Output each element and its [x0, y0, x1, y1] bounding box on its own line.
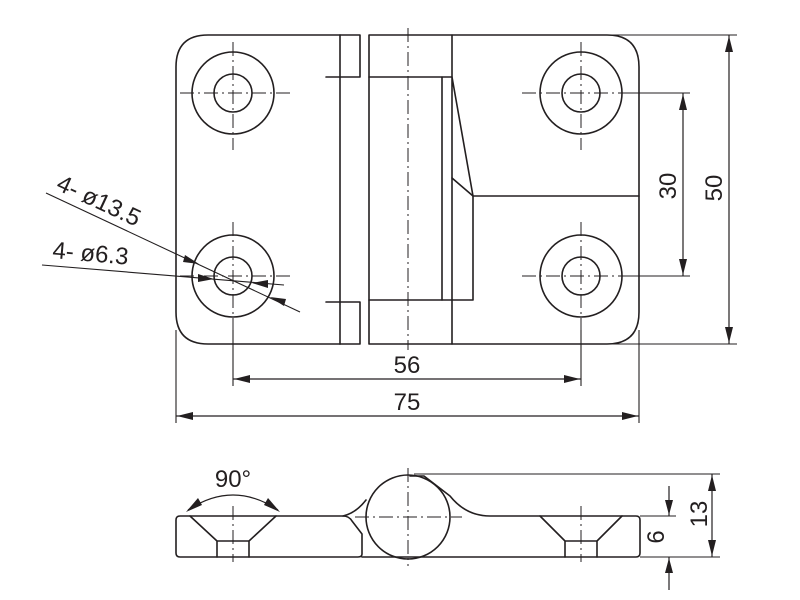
dim-6-label: 6 — [643, 530, 670, 543]
hole-top-left — [180, 42, 290, 150]
dim-90-angle: 90° — [186, 466, 280, 512]
side-left-plate — [175, 515, 363, 558]
right-leaf-outline — [368, 34, 640, 345]
dim-6: 6 — [640, 486, 720, 590]
left-leaf-outline — [175, 34, 341, 345]
dim-13-label: 13 — [686, 501, 713, 528]
dim-30: 30 — [625, 92, 690, 277]
dim-56: 56 — [232, 330, 582, 386]
dim-50: 50 — [600, 34, 737, 345]
callout-counterbore-label: 4- ø13.5 — [52, 170, 144, 232]
dim-75: 75 — [175, 330, 640, 423]
dim-56-label: 56 — [394, 352, 421, 379]
side-left-curve — [342, 499, 367, 517]
hole-bottom-right — [522, 222, 636, 334]
dim-50-label: 50 — [701, 175, 728, 202]
dim-90-label: 90° — [215, 466, 251, 493]
dim-30-label: 30 — [655, 173, 682, 200]
side-countersink-left — [189, 506, 277, 562]
left-knuckle-top — [339, 34, 361, 78]
left-knuckle-bottom — [339, 301, 361, 345]
callout-hole-label: 4- ø6.3 — [51, 237, 129, 271]
side-view: 90° 6 13 — [175, 466, 720, 590]
left-leaf-step — [325, 76, 341, 303]
knuckle-transition — [451, 177, 640, 197]
side-countersink-right — [539, 506, 623, 562]
side-right-plate — [361, 475, 641, 558]
dim-75-label: 75 — [394, 389, 421, 416]
hole-top-right — [522, 42, 636, 150]
dim-13: 13 — [414, 473, 720, 557]
top-view: 30 50 56 75 — [41, 28, 737, 423]
callout-hole: 4- ø6.3 — [41, 237, 285, 288]
knuckle-barrel — [368, 76, 474, 301]
